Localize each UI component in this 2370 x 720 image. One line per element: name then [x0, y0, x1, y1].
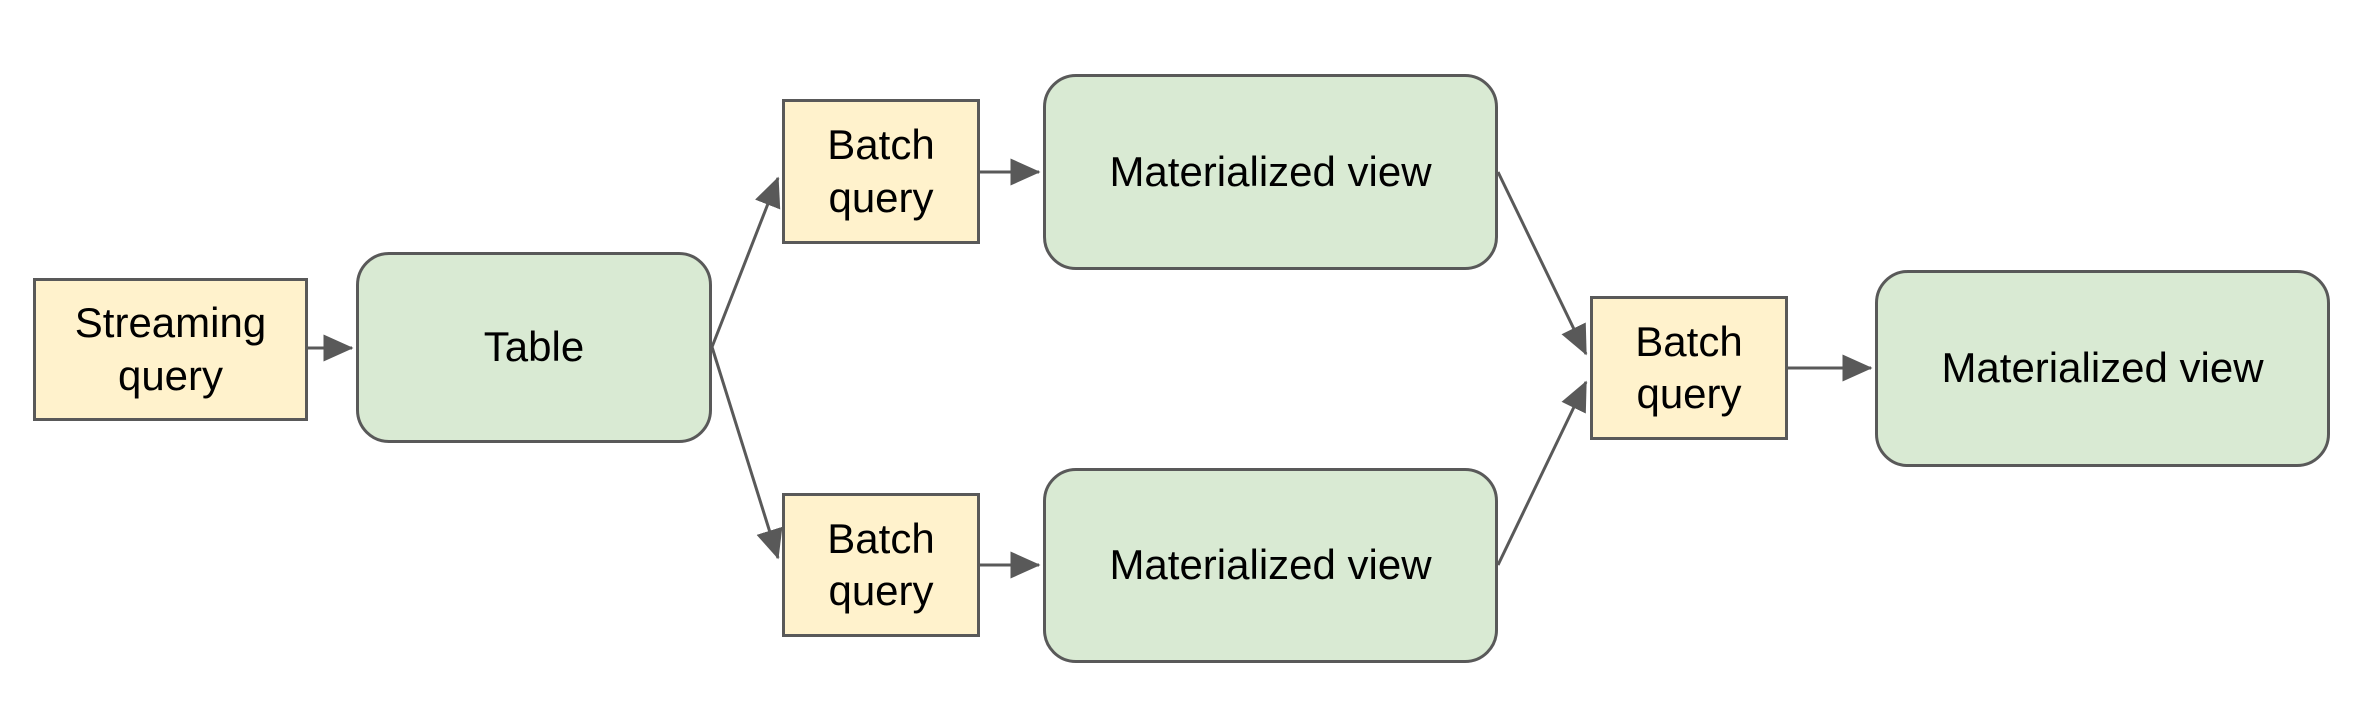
- node-materialized-view-final: Materialized view: [1875, 270, 2330, 467]
- node-materialized-view-bottom: Materialized view: [1043, 468, 1498, 663]
- node-table-label: Table: [483, 323, 585, 371]
- node-materialized-view-bottom-label: Materialized view: [1109, 541, 1432, 589]
- arrow-table-to-batch-top: [710, 176, 781, 348]
- node-materialized-view-top-label: Materialized view: [1109, 147, 1432, 195]
- node-batch-query-bottom: Batch query: [782, 493, 980, 637]
- node-materialized-view-final-label: Materialized view: [1941, 344, 2264, 392]
- node-materialized-view-top: Materialized view: [1043, 74, 1498, 270]
- node-batch-query-merge-label: Batch query: [1635, 317, 1743, 417]
- node-table: Table: [356, 252, 712, 443]
- node-batch-query-top-label: Batch query: [827, 121, 935, 221]
- arrow-table-to-batch-bottom: [710, 346, 783, 560]
- arrow-mv-bottom-to-batch-merge: [1496, 380, 1588, 566]
- node-batch-query-bottom-label: Batch query: [827, 514, 935, 614]
- node-streaming-query-label: Streaming query: [74, 299, 267, 399]
- node-batch-query-top: Batch query: [782, 99, 980, 244]
- node-streaming-query: Streaming query: [33, 278, 308, 421]
- node-batch-query-merge: Batch query: [1590, 296, 1788, 440]
- arrow-mv-top-to-batch-merge: [1496, 171, 1588, 356]
